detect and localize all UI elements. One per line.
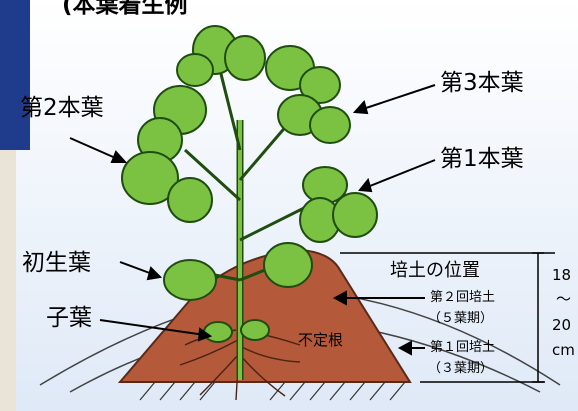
label-second-hilling-stage: （５葉期） [428,312,493,325]
scale-top: 18 [552,268,571,283]
left-strip [0,150,16,411]
label-second-hilling: 第２回培土 [430,291,495,304]
scale-separator: 〜 [556,292,571,307]
label-cotyledon: 子葉 [46,307,92,330]
label-adventitious-root: 不定根 [298,333,343,348]
scale-unit: cm [552,343,575,358]
label-first-hilling: 第１回培土 [430,341,495,354]
scale-bottom: 20 [552,318,571,333]
label-primary-leaf: 初生葉 [22,252,91,275]
label-leaf3: 第3本葉 [440,72,524,95]
label-leaf2: 第2本葉 [20,97,104,120]
label-leaf1: 第1本葉 [440,148,524,171]
label-hilling-position: 培土の位置 [390,262,480,280]
label-first-hilling-stage: （３葉期） [428,362,493,375]
left-panel [0,0,30,150]
header-fragment: (本葉着生例 [62,0,188,17]
